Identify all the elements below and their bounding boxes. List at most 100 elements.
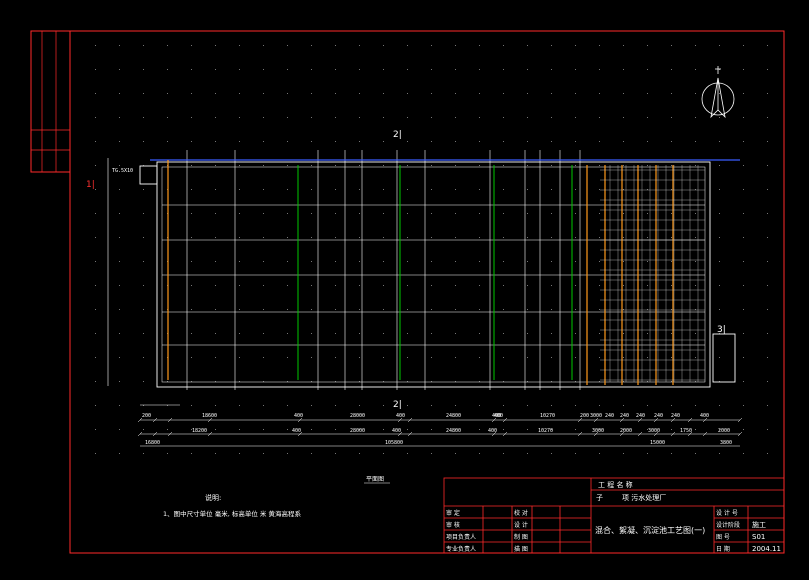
grid-dot	[623, 165, 624, 166]
sludge-collector-mesh	[600, 165, 705, 382]
title-block-cell: 校 对	[514, 509, 528, 517]
grid-dot	[767, 69, 768, 70]
grid-dot	[479, 405, 480, 406]
grid-dot	[335, 93, 336, 94]
grid-dot	[287, 261, 288, 262]
grid-dot	[239, 309, 240, 310]
grid-dot	[239, 381, 240, 382]
drawing-title: 混合、絮凝、沉淀池工艺图(一)	[595, 525, 705, 535]
title-block-cell: 设计阶段	[716, 521, 740, 529]
grid-dot	[239, 237, 240, 238]
grid-dot	[191, 45, 192, 46]
grid-dot	[383, 93, 384, 94]
grid-dot	[647, 237, 648, 238]
grid-dot	[551, 141, 552, 142]
grid-dot	[119, 405, 120, 406]
grid-dot	[191, 405, 192, 406]
grid-dot	[335, 141, 336, 142]
grid-dot	[119, 357, 120, 358]
grid-dot	[575, 141, 576, 142]
grid-dot	[647, 69, 648, 70]
grid-dot	[527, 213, 528, 214]
grid-dot	[575, 357, 576, 358]
grid-dot	[119, 237, 120, 238]
grid-dot	[479, 357, 480, 358]
tank-plan	[139, 161, 736, 388]
grid-dot	[215, 189, 216, 190]
grid-dot	[359, 93, 360, 94]
grid-dot	[359, 141, 360, 142]
grid-dot	[479, 261, 480, 262]
grid-dot	[263, 333, 264, 334]
grid-dot	[143, 141, 144, 142]
grid-dot	[599, 141, 600, 142]
grid-dot	[359, 405, 360, 406]
grid-dot	[647, 309, 648, 310]
grid-dot	[695, 69, 696, 70]
grid-dot	[671, 45, 672, 46]
grid-dot	[599, 93, 600, 94]
grid-dot	[695, 93, 696, 94]
grid-dot	[455, 453, 456, 454]
grid-dot	[767, 93, 768, 94]
grid-dot	[479, 453, 480, 454]
grid-dot	[191, 381, 192, 382]
grid-dot	[695, 165, 696, 166]
dimension-text: 3000	[592, 428, 604, 434]
title-block-cell: 设 计	[514, 521, 528, 529]
grid-dot	[95, 141, 96, 142]
grid-dot	[119, 333, 120, 334]
grid-dot	[407, 117, 408, 118]
grid-dot	[239, 357, 240, 358]
dimension-text: 105800	[385, 440, 403, 446]
binding-strip	[30, 30, 71, 173]
grid-dot	[431, 213, 432, 214]
grid-dot	[767, 285, 768, 286]
grid-dot	[143, 261, 144, 262]
grid-dot	[743, 165, 744, 166]
grid-dot	[215, 93, 216, 94]
grid-dot	[527, 189, 528, 190]
grid-dot	[623, 333, 624, 334]
grid-dot	[167, 381, 168, 382]
grid-dot	[623, 213, 624, 214]
grid-dot	[143, 93, 144, 94]
grid-dot	[287, 93, 288, 94]
grid-dot	[287, 237, 288, 238]
grid-dot	[287, 453, 288, 454]
grid-dot	[599, 309, 600, 310]
grid-dot	[359, 165, 360, 166]
grid-dot	[335, 69, 336, 70]
grid-dot	[383, 141, 384, 142]
grid-dot	[335, 261, 336, 262]
grid-dot	[239, 165, 240, 166]
grid-dot	[431, 165, 432, 166]
grid-dot	[95, 45, 96, 46]
grid-dot	[335, 285, 336, 286]
grid-dot	[407, 93, 408, 94]
grid-dot	[719, 333, 720, 334]
grid-dot	[767, 45, 768, 46]
grid-dot	[527, 45, 528, 46]
grid-dot	[287, 357, 288, 358]
grid-dot	[215, 429, 216, 430]
grid-dot	[551, 453, 552, 454]
grid-dot	[311, 285, 312, 286]
grid-dot	[599, 453, 600, 454]
grid-dot	[335, 117, 336, 118]
grid-dot	[119, 69, 120, 70]
grid-dot	[647, 429, 648, 430]
grid-dot	[431, 453, 432, 454]
outer-frame	[69, 30, 785, 554]
sub-label: 子	[596, 494, 603, 502]
grid-dot	[623, 453, 624, 454]
grid-dot	[623, 357, 624, 358]
dimension-text: 400	[700, 413, 709, 419]
grid-dot	[743, 381, 744, 382]
grid-dot	[599, 333, 600, 334]
grid-dot	[551, 237, 552, 238]
grid-dot	[263, 309, 264, 310]
